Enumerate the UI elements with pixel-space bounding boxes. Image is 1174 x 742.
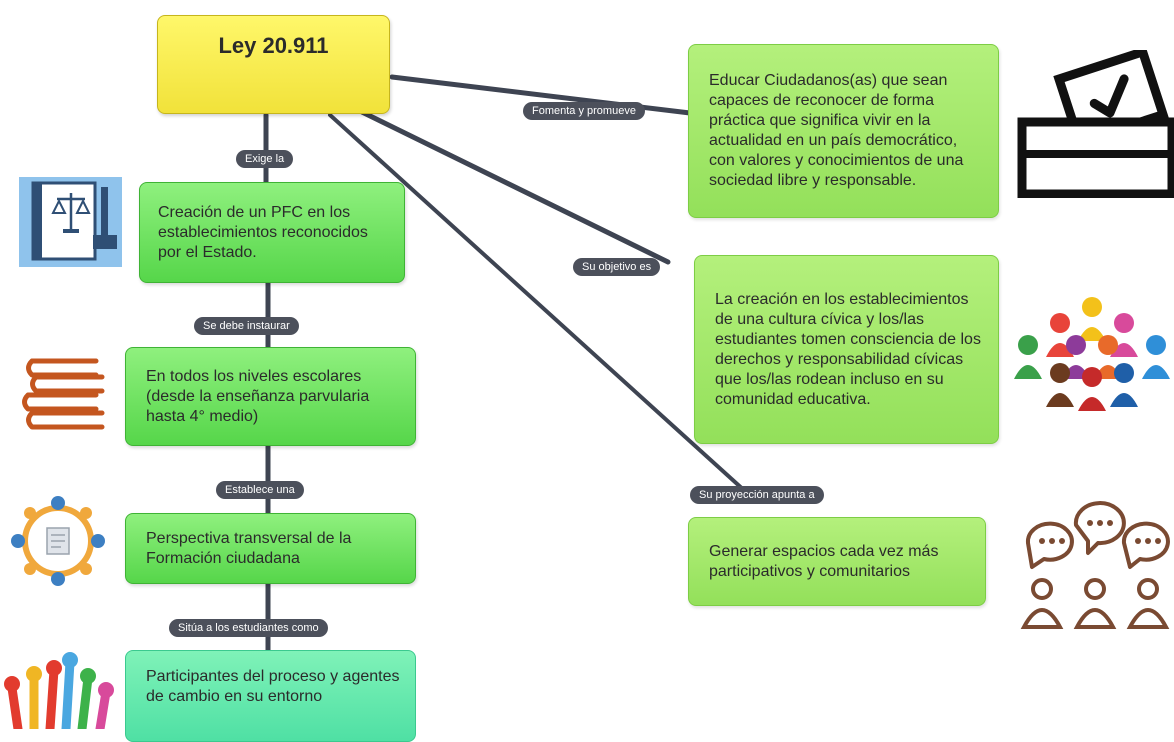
- node-perspectiva-text: Perspectiva transversal de la Formación …: [146, 529, 352, 567]
- label-se-debe-instaurar: Se debe instaurar: [194, 317, 299, 335]
- node-cultura-text: La creación en los establecimientos de u…: [715, 290, 981, 408]
- label-su-objetivo: Su objetivo es: [573, 258, 661, 276]
- node-pfc-text: Creación de un PFC en los establecimient…: [158, 203, 368, 261]
- speech-bubbles-people-icon: [1020, 501, 1170, 629]
- label-su-proyeccion: Su proyección apunta a: [690, 486, 824, 504]
- node-perspectiva[interactable]: Perspectiva transversal de la Formación …: [125, 513, 416, 584]
- people-group-icon: [1014, 297, 1170, 411]
- node-cultura[interactable]: La creación en los establecimientos de u…: [694, 255, 999, 444]
- label-fomenta-promueve: Fomenta y promueve: [523, 102, 645, 120]
- law-book-icon: [19, 177, 122, 267]
- connector-root-to-espacios: [328, 113, 748, 494]
- node-educar[interactable]: Educar Ciudadanos(as) que sean capaces d…: [688, 44, 999, 218]
- node-pfc[interactable]: Creación de un PFC en los establecimient…: [139, 182, 405, 283]
- node-niveles-text: En todos los niveles escolares (desde la…: [146, 367, 370, 425]
- label-exige-la: Exige la: [236, 150, 294, 168]
- root-node-ley[interactable]: Ley 20.911: [157, 15, 390, 114]
- ballot-box-icon: [1017, 50, 1174, 198]
- teamwork-circle-icon: [11, 496, 105, 586]
- node-niveles[interactable]: En todos los niveles escolares (desde la…: [125, 347, 416, 446]
- node-participantes-text: Participantes del proceso y agentes de c…: [146, 668, 400, 705]
- node-espacios[interactable]: Generar espacios cada vez más participat…: [688, 517, 986, 606]
- node-educar-text: Educar Ciudadanos(as) que sean capaces d…: [709, 72, 964, 189]
- node-espacios-text: Generar espacios cada vez más participat…: [709, 542, 939, 580]
- books-stack-icon: [22, 358, 105, 430]
- raised-hands-icon: [4, 652, 114, 729]
- label-situa-estudiantes: Sitúa a los estudiantes como: [169, 619, 328, 637]
- root-title: Ley 20.911: [218, 33, 329, 58]
- label-establece-una: Establece una: [216, 481, 304, 499]
- connector-root-to-cultura: [359, 109, 671, 265]
- node-participantes[interactable]: Participantes del proceso y agentes de c…: [125, 650, 416, 742]
